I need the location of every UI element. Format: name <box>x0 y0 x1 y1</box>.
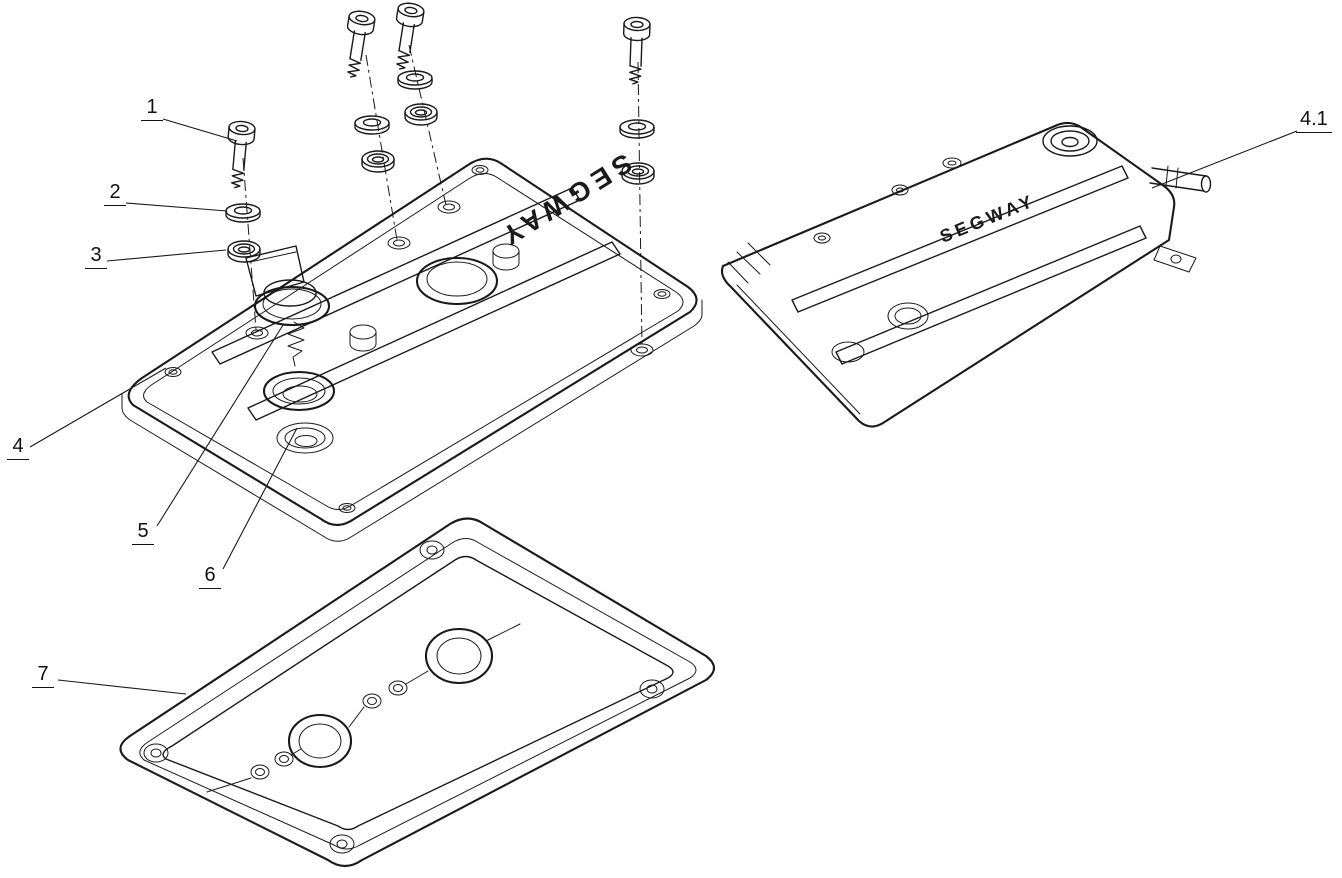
assembled-cover-rib-2 <box>835 225 1147 365</box>
gasket-outer-edge <box>119 517 716 868</box>
cover-outer-flange <box>127 157 698 527</box>
cap-wing-ridge <box>249 251 297 263</box>
assembled-cover-rib-1 <box>791 165 1129 313</box>
gasket-small-rings <box>250 680 408 780</box>
fastener-stack-1 <box>223 119 261 263</box>
gasket-webs <box>206 623 521 793</box>
centerline-stack-2 <box>365 54 398 241</box>
cover-side-skirt <box>121 299 703 542</box>
assembled-cover-skirt-line <box>736 284 861 415</box>
cover-corner-holes <box>164 165 671 513</box>
assembled-cover-drawing: SEGWAY <box>720 121 1212 428</box>
bolt-icon <box>339 8 377 80</box>
gasket-corner-bosses <box>143 540 665 854</box>
cover-round-boss <box>415 256 499 306</box>
gasket-cam-ring-1 <box>287 713 353 769</box>
callout-4-label: 4 <box>7 435 29 460</box>
cover-rib-2 <box>247 241 621 421</box>
washer-icon <box>225 203 261 223</box>
seal-washer-icon <box>227 240 261 263</box>
filler-neck-seal-drawing <box>262 370 336 412</box>
centerline-stack-1 <box>242 157 257 331</box>
callout-1-label: 1 <box>141 96 163 121</box>
callout-4-1-label: 4.1 <box>1296 108 1332 133</box>
leader-line-1 <box>162 118 238 142</box>
washer-icon <box>619 119 655 139</box>
cap-flange <box>253 285 331 327</box>
brand-text-assembled-cover: SEGWAY <box>937 190 1038 247</box>
cover-bolt-tower-1 <box>349 324 377 352</box>
assembled-cover-wells <box>831 302 929 363</box>
leader-line-2 <box>125 202 228 212</box>
assembled-filler-boss <box>1042 125 1098 157</box>
gasket-drawing <box>119 517 716 868</box>
assembled-cover-end-ribs <box>727 242 771 284</box>
gasket-inner-edge <box>139 538 697 850</box>
gasket-opening-edge <box>162 555 674 831</box>
cover-inner-flange <box>143 173 684 510</box>
leader-line-3 <box>106 249 227 262</box>
cylinder-head-cover-drawing: SEGWAY <box>121 148 703 542</box>
washer-icon <box>354 115 390 135</box>
cap-flange-inner <box>262 288 322 320</box>
callout-3-label: 3 <box>85 244 107 269</box>
leader-line-7 <box>57 679 187 695</box>
leader-line-6 <box>222 427 298 570</box>
cover-round-boss-inner <box>426 261 488 297</box>
cover-rib-1 <box>211 187 581 365</box>
fastener-stack-2 <box>339 8 395 173</box>
leader-line-4-1 <box>1151 130 1298 189</box>
callout-5-label: 5 <box>132 520 154 545</box>
leader-line-4 <box>29 367 167 448</box>
bolt-icon <box>223 119 257 190</box>
oil-filler-cap-drawing <box>245 245 331 367</box>
seal-ring-bore <box>282 385 318 403</box>
seal-ring-inner <box>272 377 326 405</box>
cap-spring <box>287 321 305 367</box>
washer-icon <box>397 70 433 90</box>
breather-pipe <box>1149 165 1212 193</box>
brand-text-exploded-cover: SEGWAY <box>492 148 637 254</box>
callout-7-label: 7 <box>32 663 54 688</box>
seal-washer-icon <box>361 150 395 173</box>
cover-bolt-holes <box>245 200 654 357</box>
callout-2-label: 2 <box>104 181 126 206</box>
assembled-cover-outline <box>720 121 1176 428</box>
leader-lines <box>29 118 1298 695</box>
gasket-cam-ring-2 <box>424 627 494 685</box>
callout-6-label: 6 <box>199 564 221 589</box>
fastener-stack-3 <box>388 0 438 126</box>
leader-line-5 <box>156 324 284 527</box>
side-bracket <box>1153 245 1197 273</box>
assembled-cover-domes <box>813 157 962 244</box>
cover-plug-well <box>276 422 334 454</box>
centerline-stack-4 <box>637 61 643 348</box>
bolt-icon <box>621 16 651 86</box>
bolt-icon <box>388 0 426 72</box>
seal-ring-outer <box>262 370 336 412</box>
cover-bolt-tower-2 <box>492 243 520 271</box>
seal-washer-icon <box>404 103 438 126</box>
